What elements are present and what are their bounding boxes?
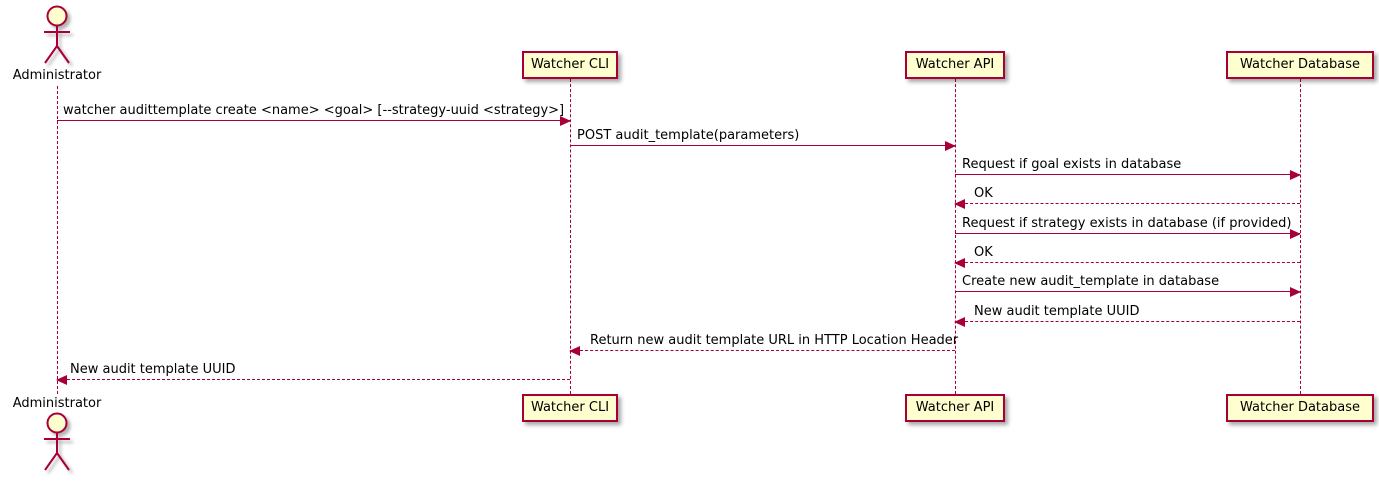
participant-watcher-api-top: Watcher API <box>905 51 1005 79</box>
message-line <box>57 120 570 121</box>
participant-watcher-api-bottom: Watcher API <box>905 394 1005 422</box>
message-line <box>570 350 955 351</box>
message-cli-create: watcher audittemplate create <name> <goa… <box>57 103 571 126</box>
message-label: New audit template UUID <box>974 304 1140 319</box>
message-label: OK <box>974 245 993 260</box>
message-label: Request if strategy exists in database (… <box>962 216 1292 231</box>
lifeline-watcher-api <box>955 79 956 394</box>
message-label: POST audit_template(parameters) <box>577 128 800 143</box>
message-line <box>57 379 570 380</box>
message-ok-strategy: OK <box>954 245 1300 268</box>
actor-label-administrator-top: Administrator <box>12 68 102 83</box>
arrowhead-left-icon <box>56 375 67 385</box>
message-label: OK <box>974 186 993 201</box>
message-ok-goal: OK <box>954 186 1300 209</box>
message-create-audit-template: Create new audit_template in database <box>955 274 1301 297</box>
message-new-uuid-db: New audit template UUID <box>954 304 1300 327</box>
arrowhead-left-icon <box>569 346 580 356</box>
actor-label-administrator-bottom: Administrator <box>12 396 102 411</box>
arrowhead-right-icon <box>560 116 571 126</box>
message-label: Create new audit_template in database <box>962 274 1220 289</box>
lifeline-watcher-cli <box>570 79 571 394</box>
message-line <box>955 321 1300 322</box>
arrowhead-right-icon <box>1290 287 1301 297</box>
message-request-goal-exists: Request if goal exists in database <box>955 157 1301 180</box>
arrowhead-left-icon <box>954 317 965 327</box>
message-new-uuid-admin: New audit template UUID <box>56 362 570 385</box>
message-line <box>955 291 1300 292</box>
message-line <box>955 174 1300 175</box>
message-line <box>955 233 1300 234</box>
arrowhead-right-icon <box>1290 170 1301 180</box>
lifeline-administrator <box>57 86 58 394</box>
arrowhead-right-icon <box>1290 229 1301 239</box>
message-label: New audit template UUID <box>70 362 236 377</box>
message-request-strategy-exists: Request if strategy exists in database (… <box>955 216 1301 239</box>
participant-watcher-cli-bottom: Watcher CLI <box>522 394 618 422</box>
participant-watcher-database-bottom: Watcher Database <box>1226 394 1374 422</box>
message-label: Request if goal exists in database <box>962 157 1182 172</box>
message-return-url: Return new audit template URL in HTTP Lo… <box>569 333 959 356</box>
message-line <box>955 262 1300 263</box>
message-line <box>955 203 1300 204</box>
participant-watcher-cli-top: Watcher CLI <box>522 51 618 79</box>
administrator-actor-icon <box>44 412 70 471</box>
participant-watcher-database-top: Watcher Database <box>1226 51 1374 79</box>
message-post-audit-template: POST audit_template(parameters) <box>570 128 956 151</box>
administrator-actor-icon <box>44 5 70 64</box>
message-label: watcher audittemplate create <name> <goa… <box>63 103 565 118</box>
message-label: Return new audit template URL in HTTP Lo… <box>590 333 959 348</box>
arrowhead-left-icon <box>954 199 965 209</box>
arrowhead-right-icon <box>945 141 956 151</box>
arrowhead-left-icon <box>954 258 965 268</box>
message-line <box>570 145 955 146</box>
